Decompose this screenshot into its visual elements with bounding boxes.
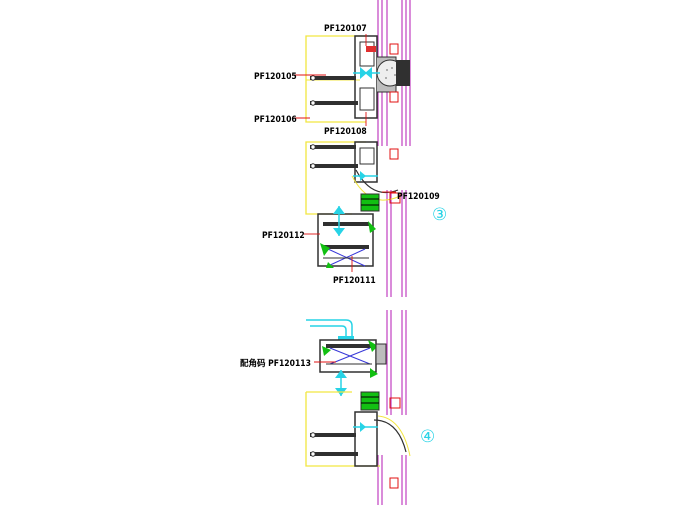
label-pf120109: PF120109 — [397, 192, 440, 202]
middle-frame — [305, 141, 401, 215]
sash-profile-upper — [317, 206, 376, 268]
leader-lines — [292, 34, 396, 363]
section-markers: ③ ④ — [420, 205, 447, 447]
part-labels: PF120107 PF120105 PF120106 PF120108 PF12… — [240, 24, 440, 369]
upper-frame — [305, 35, 410, 160]
section-marker-4: ④ — [420, 427, 435, 447]
label-pf120113: 配角码 PF120113 — [240, 358, 311, 369]
label-pf120105: PF120105 — [254, 72, 297, 82]
label-pf120106: PF120106 — [254, 115, 297, 125]
label-pf120112: PF120112 — [262, 231, 305, 241]
label-pf120107: PF120107 — [324, 24, 367, 34]
label-pf120111: PF120111 — [333, 276, 376, 286]
section-marker-3: ③ — [432, 205, 447, 225]
label-pf120108: PF120108 — [324, 127, 367, 137]
sash-profile-lower — [305, 319, 411, 489]
